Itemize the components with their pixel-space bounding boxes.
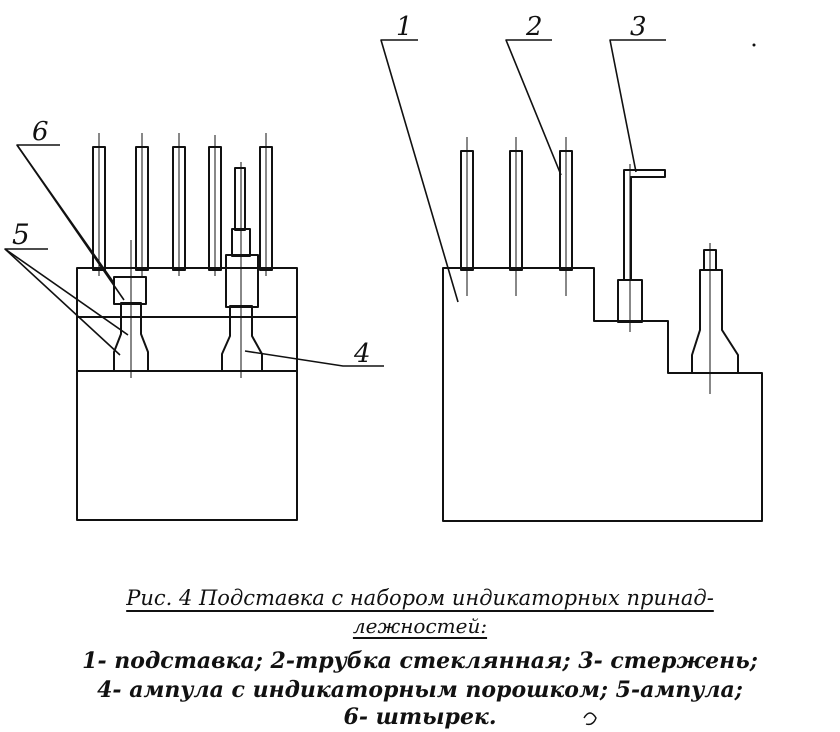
label-1: 1 xyxy=(396,12,413,42)
ampoule-4-rod xyxy=(234,167,246,231)
label-4: 4 xyxy=(353,339,371,369)
left-tube-centerlines xyxy=(98,133,267,276)
right-stand-body xyxy=(442,267,763,522)
figure-caption-title: Рис. 4 Подставка с набором индикаторных … xyxy=(0,586,840,610)
left-stand-body xyxy=(76,267,298,521)
label-6: 6 xyxy=(32,117,49,147)
caption-title-line-2: лежностей: xyxy=(352,614,488,638)
right-tube-centerlines xyxy=(466,137,567,296)
ampoule-4-holder xyxy=(225,254,259,308)
label-3: 3 xyxy=(630,12,647,42)
leader-6b xyxy=(16,144,125,301)
stray-mark-curl xyxy=(583,712,597,726)
leader-3 xyxy=(609,39,666,173)
ampoule-5 xyxy=(113,302,149,372)
figure-caption-title-cont: лежностей: xyxy=(0,614,840,638)
stray-mark-dot xyxy=(752,43,756,47)
leader-1 xyxy=(380,39,459,303)
legend-line-1: 1- подставка; 2-трубка стеклянная; 3- ст… xyxy=(82,648,758,674)
left-view xyxy=(76,133,298,521)
caption-title-line-1: Рис. 4 Подставка с набором индикаторных … xyxy=(126,586,714,610)
pin-6-head xyxy=(113,276,147,305)
leader-5b xyxy=(4,248,121,356)
label-2: 2 xyxy=(525,12,543,42)
leader-lines xyxy=(4,39,666,367)
leader-5a xyxy=(4,248,129,336)
label-5: 5 xyxy=(12,218,30,251)
leader-4 xyxy=(244,350,384,367)
right-view xyxy=(442,137,763,522)
ampoule-4-body xyxy=(221,305,263,372)
legend-line-3: 6- штырек. xyxy=(343,704,497,730)
right-ampoule-body xyxy=(691,269,739,374)
leader-2 xyxy=(505,39,562,176)
legend-line-2: 4- ампула с индикаторным порошком; 5-амп… xyxy=(97,677,743,703)
rod-3 xyxy=(623,169,666,280)
